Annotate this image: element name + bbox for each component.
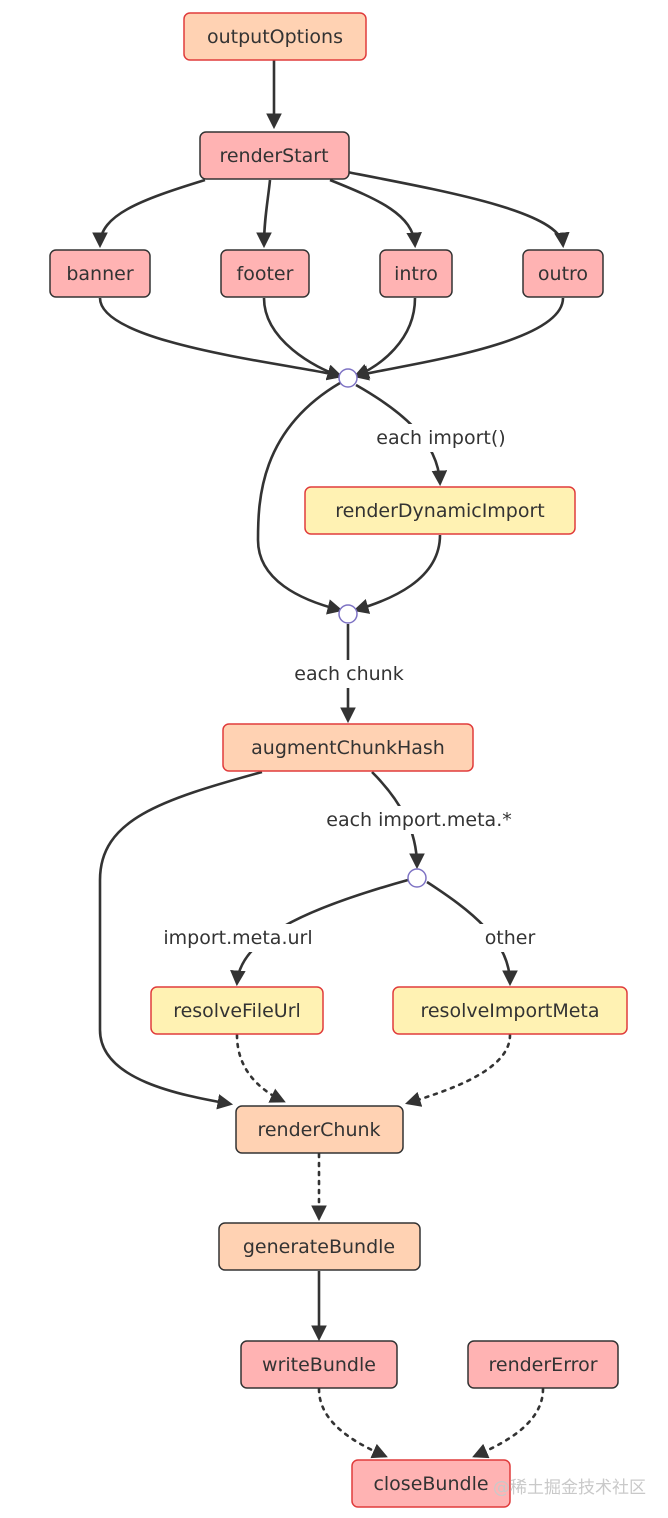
edge-label-each-import-meta: each import.meta.* bbox=[326, 809, 511, 831]
node-label-footer: footer bbox=[237, 263, 294, 285]
edge-outro-junction1 bbox=[352, 297, 565, 381]
node-outro: outro bbox=[522, 249, 604, 298]
edge-renderdynamicimport-junction2 bbox=[353, 534, 442, 614]
node-label-generatebundle: generateBundle bbox=[243, 1236, 395, 1258]
node-label-banner: banner bbox=[66, 263, 133, 285]
edge-renderstart-intro bbox=[329, 178, 422, 249]
edge-writebundle-closebundle bbox=[317, 1387, 388, 1459]
node-rendererror: renderError bbox=[467, 1340, 619, 1389]
edge-labels: each import() each chunk each import.met… bbox=[150, 424, 542, 952]
node-outputoptions: outputOptions bbox=[183, 12, 367, 61]
node-label-rendererror: renderError bbox=[489, 1354, 598, 1376]
node-label-closebundle: closeBundle bbox=[373, 1473, 488, 1495]
junction-import-meta bbox=[407, 868, 427, 888]
node-label-resolveimportmeta: resolveImportMeta bbox=[420, 1000, 599, 1022]
node-resolvefileurl: resolveFileUrl bbox=[150, 986, 324, 1035]
node-banner: banner bbox=[49, 249, 151, 298]
node-intro: intro bbox=[379, 249, 453, 298]
node-label-writebundle: writeBundle bbox=[262, 1354, 376, 1376]
junction-after-banner-hooks bbox=[338, 368, 358, 388]
edge-intro-junction1 bbox=[353, 297, 417, 379]
edge-banner-junction1 bbox=[98, 297, 344, 381]
nodes: outputOptions renderStart banner footer … bbox=[49, 12, 628, 1508]
node-label-renderchunk: renderChunk bbox=[257, 1119, 380, 1141]
node-label-outro: outro bbox=[538, 263, 588, 285]
edge-rendererror-closebundle bbox=[472, 1387, 545, 1459]
node-writebundle: writeBundle bbox=[240, 1340, 398, 1389]
edge-renderstart-footer bbox=[256, 179, 272, 249]
edge-augmentchunkhash-renderchunk bbox=[98, 770, 263, 1110]
edge-renderstart-outro bbox=[346, 170, 570, 249]
node-renderchunk: renderChunk bbox=[235, 1105, 404, 1154]
edge-footer-junction1 bbox=[262, 297, 343, 380]
node-generatebundle: generateBundle bbox=[218, 1222, 421, 1271]
edge-label-import-meta-url: import.meta.url bbox=[163, 927, 312, 949]
node-label-renderdynamicimport: renderDynamicImport bbox=[335, 500, 545, 522]
edge-resolvefileurl-renderchunk bbox=[235, 1033, 286, 1103]
edge-label-other: other bbox=[485, 927, 536, 949]
edge-renderstart-banner bbox=[92, 178, 206, 249]
node-renderstart: renderStart bbox=[199, 131, 350, 180]
node-label-renderstart: renderStart bbox=[219, 145, 328, 167]
node-label-resolvefileurl: resolveFileUrl bbox=[173, 1000, 301, 1022]
junctions bbox=[338, 368, 427, 888]
watermark: @稀土掘金技术社区 bbox=[493, 1478, 646, 1498]
node-resolveimportmeta: resolveImportMeta bbox=[392, 986, 628, 1035]
edge-label-each-import: each import() bbox=[376, 427, 505, 449]
edge-resolveimportmeta-renderchunk bbox=[405, 1033, 512, 1107]
node-closebundle: closeBundle bbox=[351, 1459, 511, 1508]
edge-junction1-junction2 bbox=[256, 381, 344, 615]
node-label-augmentchunkhash: augmentChunkHash bbox=[251, 737, 445, 759]
node-label-outputoptions: outputOptions bbox=[207, 26, 343, 48]
junction-after-dynamic-import bbox=[338, 604, 358, 624]
node-renderdynamicimport: renderDynamicImport bbox=[304, 486, 576, 535]
node-augmentchunkhash: augmentChunkHash bbox=[222, 723, 474, 772]
edge-label-each-chunk: each chunk bbox=[294, 663, 403, 685]
node-footer: footer bbox=[220, 249, 310, 298]
node-label-intro: intro bbox=[394, 263, 438, 285]
